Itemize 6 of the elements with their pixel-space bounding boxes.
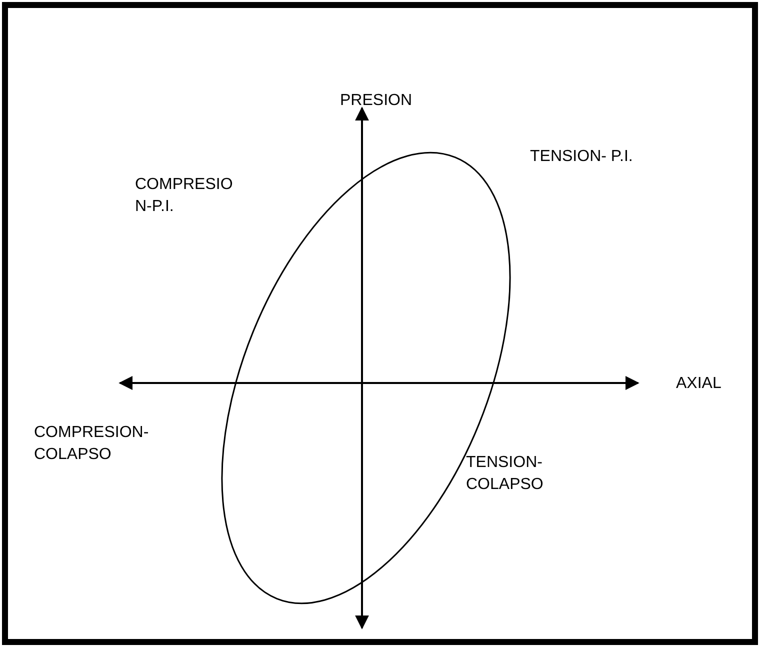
region-label: AXIAL	[676, 374, 722, 394]
region-label: PRESION	[340, 91, 414, 111]
region-label: COMPRESIO N-P.I.	[135, 175, 234, 217]
region-label: TENSION- P.I.	[530, 147, 634, 167]
region-label: TENSION- COLAPSO	[466, 453, 544, 495]
region-label: COMPRESION- COLAPSO	[34, 423, 150, 465]
